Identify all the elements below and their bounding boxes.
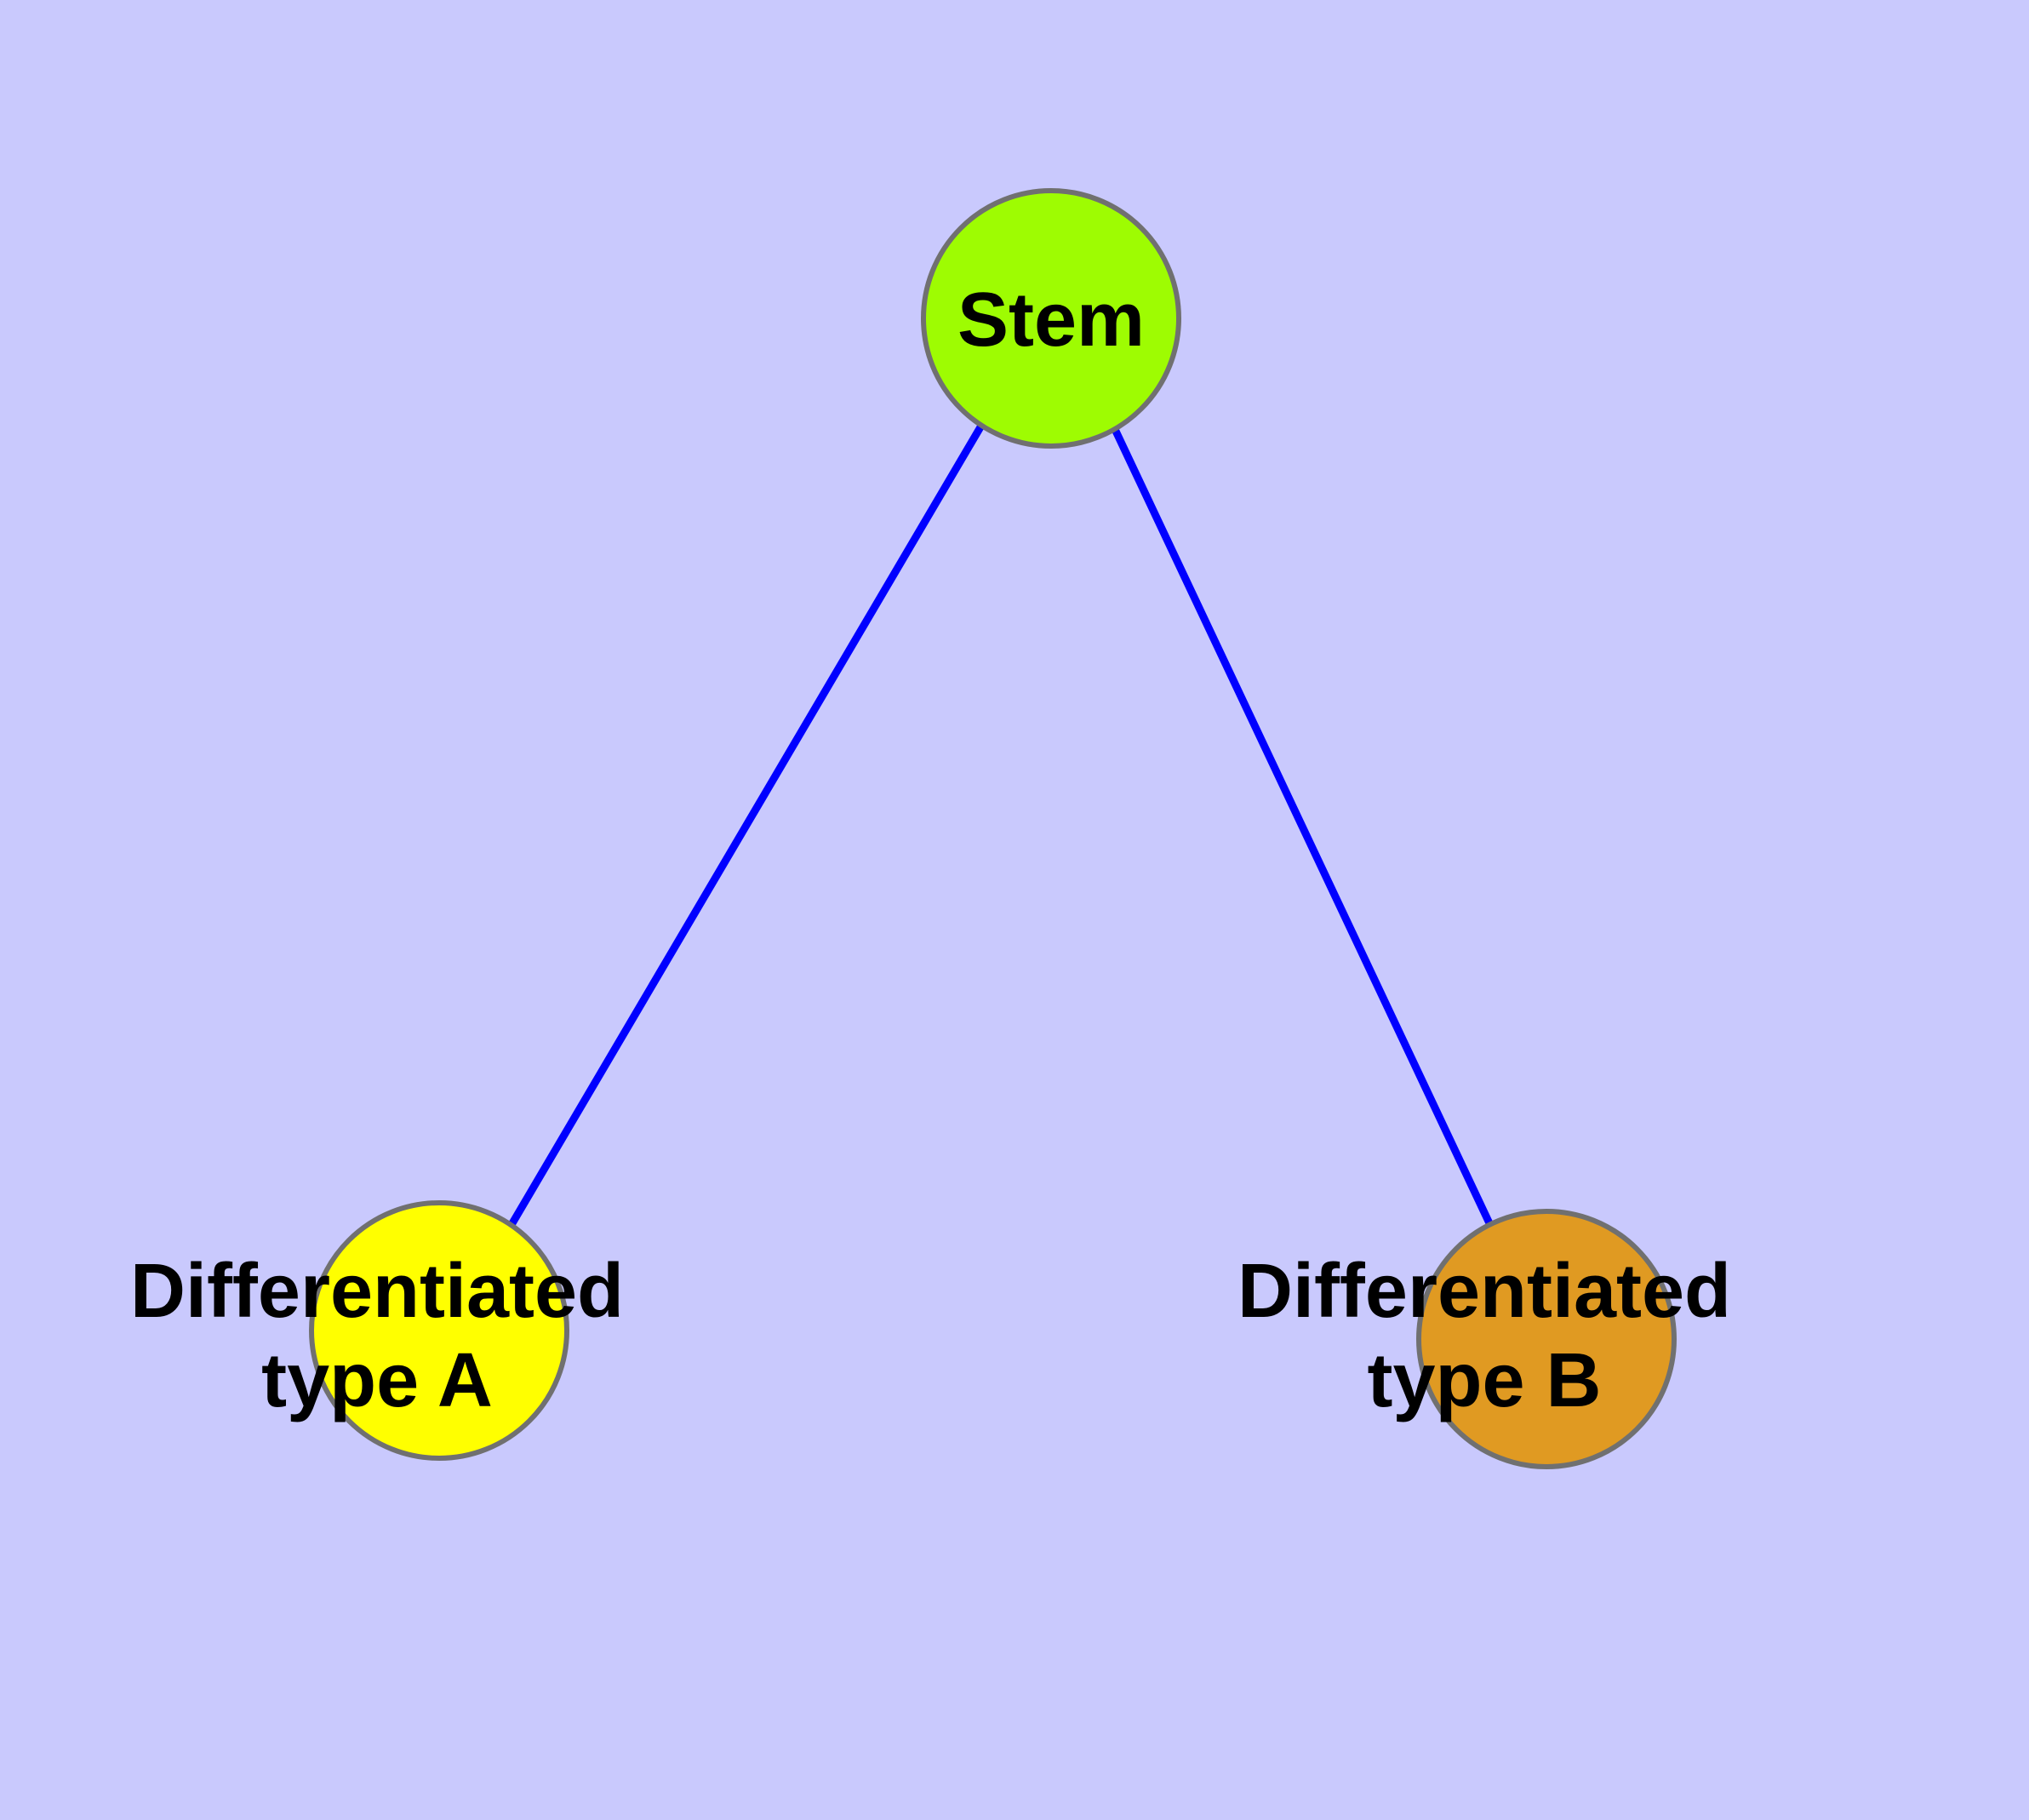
node-layer (309, 188, 1677, 1469)
edge-stem-to-differentiated-type-b[interactable] (1109, 424, 1494, 1225)
node-label-line: Stem (957, 278, 1145, 363)
node-differentiated-type-b[interactable] (1416, 1209, 1677, 1469)
node-label-line: Differentiated (1237, 1249, 1731, 1334)
edge-stem-to-differentiated-type-a[interactable] (509, 423, 985, 1226)
node-label-line: type B (1367, 1338, 1601, 1423)
node-label-line: type A (261, 1338, 493, 1423)
node-label-line: Differentiated (130, 1249, 624, 1334)
node-label-stem: Stem (957, 278, 1145, 363)
node-stem[interactable] (921, 188, 1181, 449)
node-differentiated-type-a[interactable] (309, 1200, 569, 1461)
edge-layer (509, 423, 1494, 1226)
